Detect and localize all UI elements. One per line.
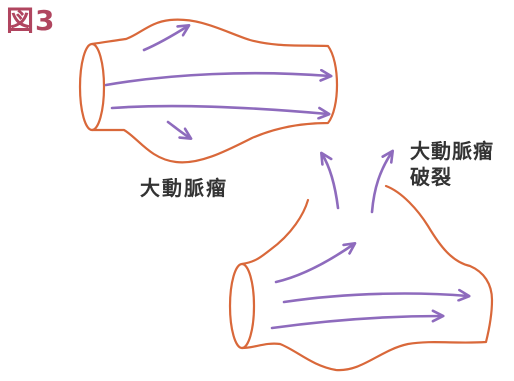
arrow-icon [104,68,333,87]
aneurysm-flow-arrows [104,24,333,140]
vessel-wall-right [240,184,494,372]
arrow-icon [370,149,395,214]
figure-title: 図3 [6,4,56,37]
rupture-label: 大動脈瘤 破裂 [410,138,494,190]
vessel-wall [90,18,339,164]
aneurysm-vessel [78,18,339,164]
arrow-icon [282,288,471,304]
vessel-opening [78,42,106,132]
arrow-icon [274,241,357,284]
arrow-icon [270,309,445,330]
rupture-label-line2: 破裂 [410,165,452,189]
vessel-wall-left [240,198,310,266]
ruptured-aneurysm-vessel [228,184,494,372]
rupture-label-line1: 大動脈瘤 [410,139,494,163]
vessel-opening [228,262,256,350]
arrow-icon [166,120,193,140]
arrow-icon [110,104,331,120]
arrow-icon [142,24,191,52]
rupture-flow-arrows [270,149,471,330]
arrow-icon [320,151,340,210]
aneurysm-label: 大動脈瘤 [140,176,228,200]
